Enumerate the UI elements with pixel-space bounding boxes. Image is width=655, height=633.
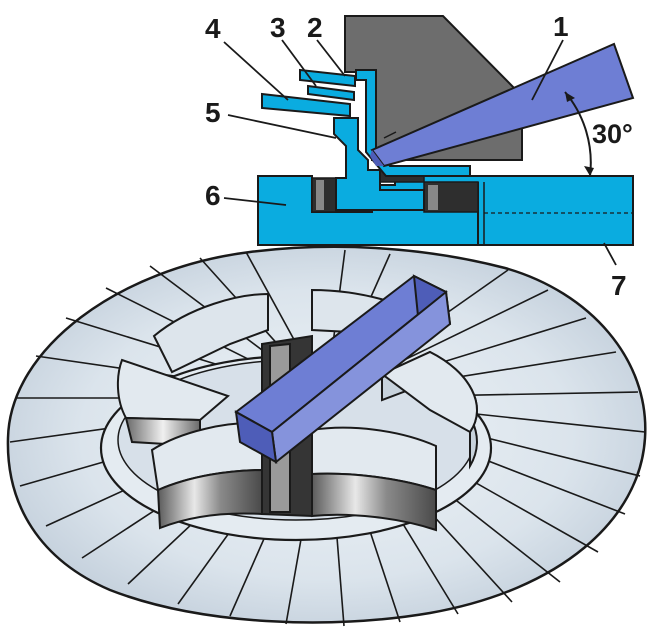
callout-3: 3 bbox=[270, 12, 286, 43]
part-3 bbox=[299, 68, 356, 88]
part-5 bbox=[333, 117, 425, 211]
callout-2: 2 bbox=[307, 12, 323, 43]
callout-1: 1 bbox=[553, 11, 569, 42]
part-4 bbox=[261, 92, 351, 118]
cross-section-view: 30° 1 2 3 4 5 6 7 bbox=[205, 11, 635, 301]
angle-label: 30° bbox=[592, 119, 633, 149]
callout-5: 5 bbox=[205, 97, 221, 128]
callout-4: 4 bbox=[205, 13, 221, 44]
callout-7: 7 bbox=[611, 270, 627, 301]
part-2 bbox=[355, 69, 471, 177]
callout-6: 6 bbox=[205, 180, 221, 211]
perspective-view bbox=[6, 245, 647, 627]
perspective-blade bbox=[234, 274, 452, 464]
